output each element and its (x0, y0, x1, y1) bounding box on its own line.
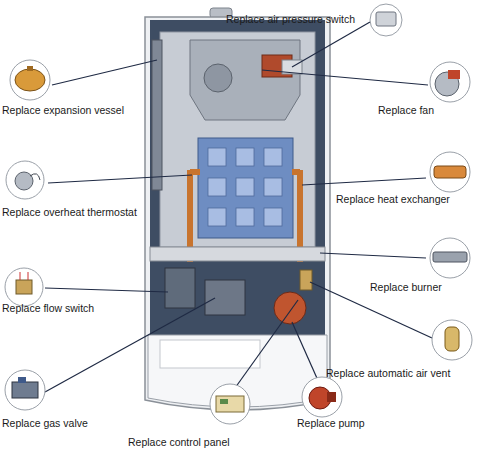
flow-switch-part (165, 268, 195, 308)
part-label: Replace overheat thermostat (2, 206, 137, 218)
leader-line (262, 70, 428, 85)
heat-exchanger-part (198, 138, 293, 238)
part-label: Replace expansion vessel (2, 104, 124, 116)
control-panel-icon (210, 384, 250, 424)
leader-line (45, 288, 168, 292)
part-label: Replace gas valve (2, 417, 88, 429)
leader-line (292, 322, 320, 385)
part-label: Replace flow switch (2, 302, 94, 314)
overheat-thermostat-icon (6, 161, 44, 199)
part-label: Replace automatic air vent (326, 367, 450, 379)
part-label: Replace heat exchanger (336, 193, 450, 205)
burner-tray (150, 247, 325, 261)
boiler-casing (145, 17, 330, 410)
expansion-vessel-part (152, 40, 162, 190)
part-label: Replace burner (370, 281, 442, 293)
expansion-vessel-icon (10, 60, 50, 100)
fan-hood (190, 40, 300, 120)
copper-pipe (190, 169, 200, 175)
automatic-air-vent-icon (432, 320, 472, 360)
part-label: Replace air pressure switch (226, 13, 355, 25)
leader-line (52, 60, 157, 85)
combustion-chamber (160, 32, 315, 247)
pump-icon (302, 377, 342, 417)
part-label: Replace pump (297, 417, 365, 429)
control-display (160, 340, 260, 368)
air-pressure-switch-icon (370, 4, 402, 36)
pump-part (274, 292, 306, 324)
heat-exchanger-icon (430, 152, 470, 192)
fan-housing (204, 64, 232, 92)
boiler-interior (150, 20, 325, 335)
fan-icon (430, 62, 470, 102)
air-vent-part (300, 270, 312, 290)
leader-line (292, 22, 370, 67)
heat-exchanger-fins (208, 148, 282, 226)
burner-icon (430, 238, 470, 278)
leader-line (48, 175, 192, 183)
part-label: Replace fan (378, 104, 434, 116)
flow-switch-icon (5, 268, 43, 306)
leader-line (230, 300, 298, 395)
leader-line (320, 253, 426, 258)
leader-line (302, 178, 426, 185)
copper-pipe (292, 169, 300, 175)
gas-valve-icon (5, 370, 45, 410)
part-label: Replace control panel (128, 436, 230, 448)
gas-valve-part (205, 280, 245, 315)
